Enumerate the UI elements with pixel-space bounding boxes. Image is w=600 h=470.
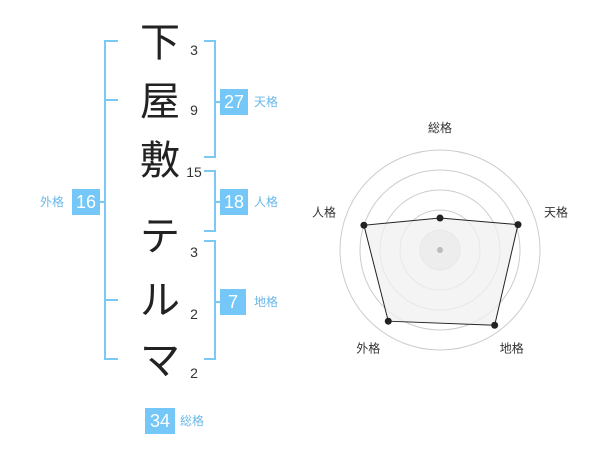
radar-point-1 xyxy=(436,214,444,222)
chikaku-badge: 7 xyxy=(220,289,246,315)
soukaku-badge: 34 xyxy=(145,408,175,434)
fortune-radar-chart: 総格 天格 地格 外格 人格 xyxy=(312,120,568,356)
radar-point-5 xyxy=(360,221,368,229)
radar-shape xyxy=(363,217,519,326)
radar-point-4 xyxy=(384,317,392,325)
stroke-count-3: 15 xyxy=(186,164,202,180)
stroke-count-4: 3 xyxy=(190,244,198,260)
stroke-count-5: 2 xyxy=(190,306,198,322)
chikaku-label: 地格 xyxy=(254,295,279,309)
name-char-1: 下 xyxy=(140,20,180,66)
jinkaku-badge: 18 xyxy=(220,189,248,215)
radar-label-soukaku: 総格 xyxy=(428,120,452,135)
soukaku-label: 総格 xyxy=(180,414,205,428)
name-char-2: 屋 xyxy=(140,79,180,125)
jinkaku-label: 人格 xyxy=(254,195,279,209)
radar-label-gaikaku: 外格 xyxy=(356,341,380,356)
radar-grid-ring xyxy=(359,169,521,331)
tenkaku-badge: 27 xyxy=(220,89,248,115)
tenkaku-label: 天格 xyxy=(254,95,279,109)
stroke-count-6: 2 xyxy=(190,365,198,381)
radar-label-tenkaku: 天格 xyxy=(544,204,568,219)
name-char-5: ル xyxy=(140,278,180,324)
name-char-6: マ xyxy=(140,338,180,384)
stroke-count-2: 9 xyxy=(190,102,198,118)
gaikaku-badge: 16 xyxy=(72,189,100,215)
radar-point-2 xyxy=(514,221,522,229)
radar-label-chikaku: 地格 xyxy=(500,341,524,356)
radar-label-jinkaku: 人格 xyxy=(312,204,336,219)
radar-points xyxy=(360,214,522,329)
radar-grid-ring xyxy=(339,149,541,351)
gaikaku-label: 外格 xyxy=(40,195,65,209)
radar-point-3 xyxy=(491,321,499,329)
radar-center-dot xyxy=(437,247,443,253)
name-char-3: 敷 xyxy=(140,138,180,184)
stroke-count-1: 3 xyxy=(190,42,198,58)
name-char-4: テ xyxy=(140,214,180,260)
